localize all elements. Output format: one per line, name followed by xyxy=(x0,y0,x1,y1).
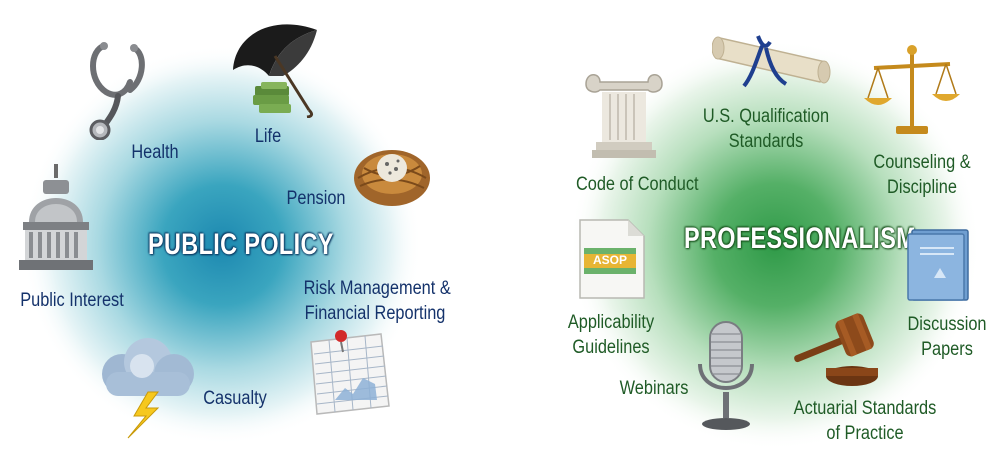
label-life: Life xyxy=(254,126,282,147)
label-counseling-discipline: Counseling & Discipline xyxy=(870,150,973,200)
label-applicability-line-2: Guidelines xyxy=(572,337,650,358)
storm-cloud-icon xyxy=(102,338,194,439)
label-health: Health xyxy=(131,142,179,163)
label-counseling-line-2: Discipline xyxy=(887,177,957,198)
label-discussion-line-2: Papers xyxy=(921,339,973,360)
scales-of-justice-icon xyxy=(864,45,960,134)
label-usq-line-2: Standards xyxy=(728,131,804,152)
label-counseling-line-1: Counseling & xyxy=(873,152,971,173)
gavel-icon xyxy=(794,313,878,386)
asop-document-icon: ASOP xyxy=(576,218,648,300)
label-usq-line-1: U.S. Qualification xyxy=(702,106,830,127)
book-icon xyxy=(907,229,969,301)
label-risk-line-2: Financial Reporting xyxy=(304,303,446,324)
label-discussion-line-1: Discussion xyxy=(907,314,987,335)
label-discussion-papers: Discussion Papers xyxy=(905,312,989,362)
diploma-scroll-icon xyxy=(712,35,831,88)
label-applicability-line-1: Applicability xyxy=(567,312,655,333)
professionalism-title: PROFESSIONALISM xyxy=(684,222,917,255)
professionalism-glow xyxy=(570,40,980,450)
label-public-interest: Public Interest xyxy=(20,290,124,311)
label-pension: Pension xyxy=(286,188,346,209)
label-asop-line-2: of Practice xyxy=(826,423,904,444)
label-risk-line-1: Risk Management & xyxy=(303,278,451,299)
label-casualty: Casualty xyxy=(203,388,267,409)
asop-document-label: ASOP xyxy=(592,253,627,267)
document-icon xyxy=(579,219,645,299)
column-pillar-icon xyxy=(585,74,663,158)
capitol-building-icon xyxy=(19,164,93,270)
label-code-of-conduct: Code of Conduct xyxy=(575,174,699,195)
stethoscope-icon xyxy=(89,42,145,140)
nest-egg-icon xyxy=(354,150,430,206)
label-webinars: Webinars xyxy=(619,378,689,399)
umbrella-money-icon xyxy=(233,24,317,118)
microphone-icon xyxy=(698,321,754,430)
spreadsheet-report-icon xyxy=(310,330,390,415)
label-actuarial-standards: Actuarial Standards of Practice xyxy=(792,396,938,446)
public-policy-title: PUBLIC POLICY xyxy=(148,228,334,261)
label-us-qualification: U.S. Qualification Standards xyxy=(702,104,829,154)
label-asop-line-1: Actuarial Standards xyxy=(793,398,937,419)
label-risk-management: Risk Management & Financial Reporting xyxy=(303,276,451,326)
label-applicability-guidelines: Applicability Guidelines xyxy=(560,310,661,360)
